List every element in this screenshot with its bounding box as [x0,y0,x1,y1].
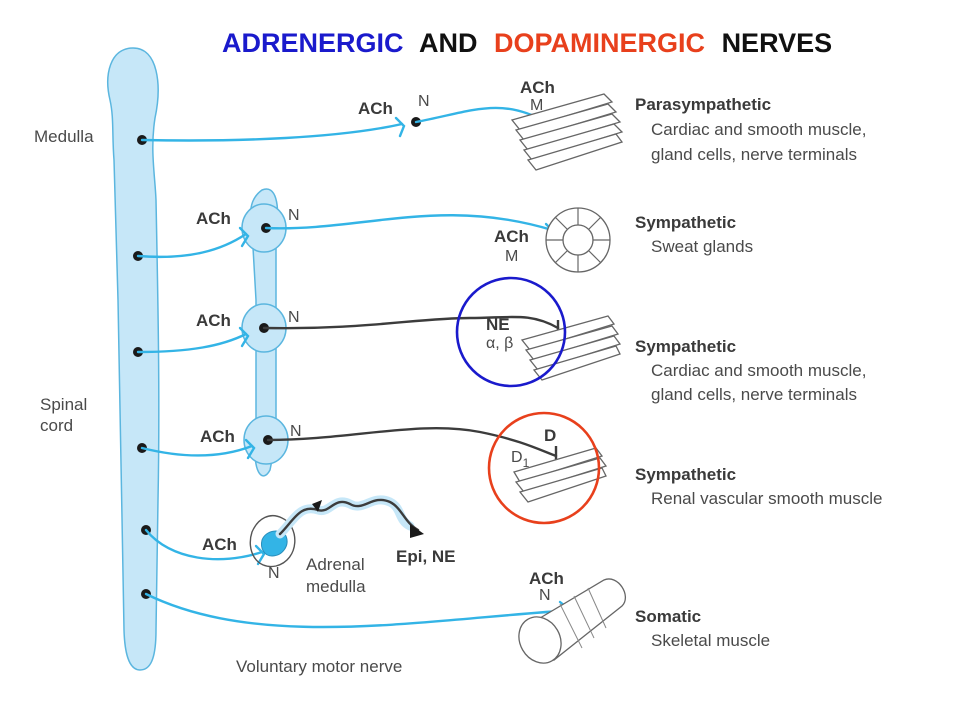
target-head: Sympathetic [635,465,736,484]
spinal-cord-shape [107,47,160,671]
pre-receptor-label: N [290,423,302,440]
adrenergic-highlight-circle [455,276,567,388]
target-head: Somatic [635,607,701,626]
sweat-gland-icon [545,207,611,273]
release-label: Epi, NE [396,547,456,566]
title-adrenergic: ADRENERGIC [222,28,404,58]
post-receptor-label: α, β [486,335,513,352]
spinal-label-line1: Spinal [40,395,87,414]
target-line1: Cardiac and smooth muscle, [651,361,866,380]
voluntary-motor-nerve-label: Voluntary motor nerve [236,657,402,676]
pre-transmitter-label: ACh [196,311,231,330]
target-line1: Renal vascular smooth muscle [651,489,882,508]
dopaminergic-highlight-circle [487,411,601,525]
target-head: Parasympathetic [635,95,771,114]
post-transmitter-label: ACh [520,78,555,97]
post-receptor-label: M [530,97,543,114]
title-dopaminergic: DOPAMINERGIC [494,28,705,58]
pre-receptor-label: N [288,207,300,224]
medulla-label: Medulla [34,127,94,146]
target-line2: gland cells, nerve terminals [651,385,857,404]
smooth-muscle-icon [513,447,608,503]
pre-transmitter-label: ACh [200,427,235,446]
target-head: Sympathetic [635,337,736,356]
pre-receptor-label: N [418,93,430,110]
post-transmitter-label: D [544,426,556,445]
post-receptor-label: D1 [511,449,530,470]
post-receptor-label: M [505,248,518,265]
smooth-muscle-icon [520,315,622,381]
post-transmitter-label: NE [486,315,510,334]
pathway-adrenal-medulla: ACh N Adrenal medulla Epi, NE [141,495,456,596]
title-and: AND [419,28,478,58]
pathway-somatic: ACh N Somatic Skeletal muscle Voluntary … [141,569,770,676]
adrenal-label-line2: medulla [306,577,366,596]
spinal-label-line2: cord [40,416,73,435]
receptor-d: D [511,449,523,466]
target-line1: Cardiac and smooth muscle, [651,120,866,139]
target-line1: Sweat glands [651,237,753,256]
pathway-parasympathetic: ACh N ACh M Parasympathetic Cardiac and … [137,78,866,171]
target-line1: Skeletal muscle [651,631,770,650]
pathway-sympathetic-adrenergic: ACh N NE α, β Sympathetic Cardiac and sm… [133,276,866,404]
post-transmitter-label: ACh [494,227,529,246]
pre-transmitter-label: ACh [202,535,237,554]
title-nerves: NERVES [722,28,833,58]
pathway-sympathetic-sweat: ACh N ACh M Sympathetic Sweat glands [133,207,753,273]
skeletal-muscle-icon [518,578,627,664]
post-transmitter-label: ACh [529,569,564,588]
target-head: Sympathetic [635,213,736,232]
adrenal-label-line1: Adrenal [306,555,365,574]
pre-receptor-label: N [268,565,280,582]
receptor-subscript: 1 [523,456,530,470]
page-title: ADRENERGIC AND DOPAMINERGIC NERVES [222,28,832,58]
target-line2: gland cells, nerve terminals [651,145,857,164]
pre-transmitter-label: ACh [358,99,393,118]
pre-receptor-label: N [288,309,300,326]
pre-transmitter-label: ACh [196,209,231,228]
pathway-sympathetic-dopaminergic: ACh N D D1 Sympathetic Renal vascular sm… [137,411,882,525]
post-receptor-label: N [539,587,551,604]
smooth-muscle-icon [510,93,624,171]
